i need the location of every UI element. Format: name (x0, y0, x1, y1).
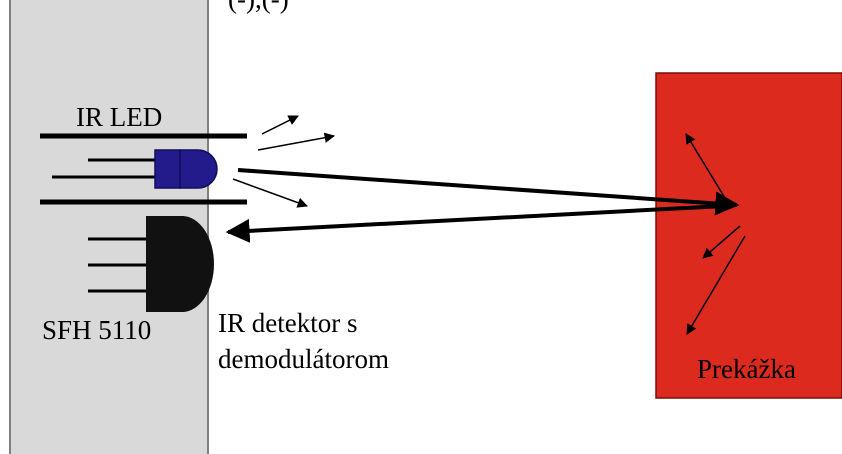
detector-label-line1: IR detektor s (218, 308, 357, 338)
reflect-ray-2 (702, 225, 741, 259)
obstacle-block (655, 72, 842, 399)
scatter-ray-3 (232, 178, 308, 208)
reflect-ray-1 (685, 133, 729, 204)
emitted-beam-arrow (237, 168, 740, 216)
detector-label-line2: demodulátorom (218, 344, 389, 374)
top-text-fragment: (-),(-) (228, 0, 289, 14)
ir-detector-icon (146, 216, 214, 312)
reflect-ray-3 (686, 235, 746, 335)
obstacle-label: Prekážka (697, 354, 796, 384)
reflected-beam-arrow (225, 204, 725, 243)
sensor-model-label: SFH 5110 (42, 315, 151, 345)
scatter-ray-1 (261, 115, 299, 135)
ir-led-label: IR LED (76, 102, 162, 132)
scatter-ray-2 (257, 132, 336, 151)
ir-led-icon (154, 149, 218, 189)
